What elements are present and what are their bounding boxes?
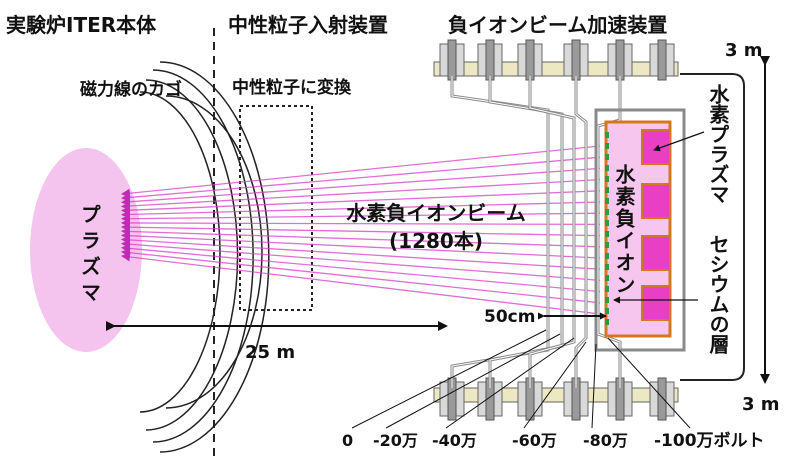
bolt <box>657 39 667 81</box>
voltage-20: -20万 <box>373 431 418 450</box>
beam-ray <box>121 190 601 215</box>
cesium-dot <box>605 286 609 292</box>
electrodes <box>450 76 622 388</box>
beam-ray <box>121 231 601 259</box>
cesium-dot <box>605 242 609 248</box>
cesium-dot <box>605 308 609 314</box>
cesium-dot <box>605 253 609 259</box>
magnet-4 <box>641 285 671 321</box>
cesium-dot <box>605 220 609 226</box>
length-50cm-label: 50cm <box>484 307 535 327</box>
bolt <box>615 39 625 81</box>
cesium-dot <box>605 297 609 303</box>
voltage-80: -80万 <box>583 431 628 450</box>
length-25m-label: 25 m <box>245 342 295 363</box>
cesium-layer-label: セシウムの層 <box>706 234 730 355</box>
hydrogen-plasma-pointer <box>653 131 705 152</box>
cesium-dots <box>605 132 609 325</box>
electrode-highlight <box>575 76 587 388</box>
magnet-1 <box>641 129 671 165</box>
electrode-highlight <box>451 76 549 388</box>
cesium-dot <box>605 143 609 149</box>
cesium-dot <box>605 319 609 325</box>
cesium-dot <box>605 187 609 193</box>
bolt <box>571 39 581 81</box>
ion-source-wall <box>594 108 686 352</box>
beam-ray <box>121 222 601 237</box>
beam-ray <box>121 145 601 198</box>
magnetic-field-lines <box>139 61 270 453</box>
cesium-dot <box>605 264 609 270</box>
voltage-pointers <box>351 329 691 429</box>
beam-ray <box>121 201 601 219</box>
cesium-dot <box>605 132 609 138</box>
electrode-highlight <box>529 76 575 388</box>
magnet-3 <box>641 235 671 271</box>
bottom-plate <box>433 387 679 403</box>
cesium-dot <box>605 198 609 204</box>
cesium-dot <box>605 154 609 160</box>
beam-ray <box>121 235 601 270</box>
bolt <box>447 39 457 81</box>
beam-ray <box>121 226 601 248</box>
magnetic-cage-label: 磁力線のカゴ <box>80 79 182 100</box>
beam-ray <box>121 243 601 293</box>
beam-ray <box>121 167 601 207</box>
height-3m-bottom-label: 3 m <box>742 394 780 415</box>
neutralizer-box <box>239 105 313 311</box>
beam-ray <box>121 218 601 228</box>
beam-count-label: (1280本) <box>389 229 483 253</box>
electrode-highlight <box>489 76 563 388</box>
cesium-dot <box>605 275 609 281</box>
electrode-plate <box>488 76 564 388</box>
hydrogen-plasma-label: 水素プラズマ <box>706 84 730 204</box>
height-3m-top-label: 3 m <box>725 40 763 61</box>
voltage-100: -100万ボルト <box>654 431 765 451</box>
plasma-ellipse <box>30 148 142 352</box>
electrode-plate <box>574 76 588 388</box>
plasma-label: プラズマ <box>78 204 102 308</box>
voltage-60: -60万 <box>512 431 557 450</box>
bolt <box>525 39 535 81</box>
bolt <box>485 39 495 81</box>
voltage-40: -40万 <box>432 431 477 450</box>
iter-title: 実験炉ITER本体 <box>6 13 157 37</box>
magnet-2 <box>641 183 671 219</box>
beam-ray <box>121 178 601 211</box>
cesium-dot <box>605 209 609 215</box>
top-plate <box>433 61 679 77</box>
neutralizer-label: 中性粒子に変換 <box>232 77 352 98</box>
beam-label: 水素負イオンビーム <box>346 201 525 225</box>
nbi-title: 中性粒子入射装置 <box>228 13 388 37</box>
hydrogen-neg-ion-label: 水素負イオン <box>612 164 636 296</box>
beam-ray <box>121 156 601 202</box>
beam-rays <box>121 145 601 315</box>
bolt <box>657 377 667 421</box>
accelerator-title: 負イオンビーム加速装置 <box>448 13 667 37</box>
electrode-plate <box>528 76 576 388</box>
beam-ray <box>121 248 601 304</box>
voltage-0: 0 <box>342 431 353 450</box>
beam-ray <box>121 239 601 282</box>
beam-ray <box>121 252 601 315</box>
right-bracket <box>680 73 745 381</box>
cesium-dot <box>605 165 609 171</box>
beam-ray <box>121 212 601 224</box>
cesium-dot <box>605 176 609 182</box>
cesium-dot <box>605 231 609 237</box>
